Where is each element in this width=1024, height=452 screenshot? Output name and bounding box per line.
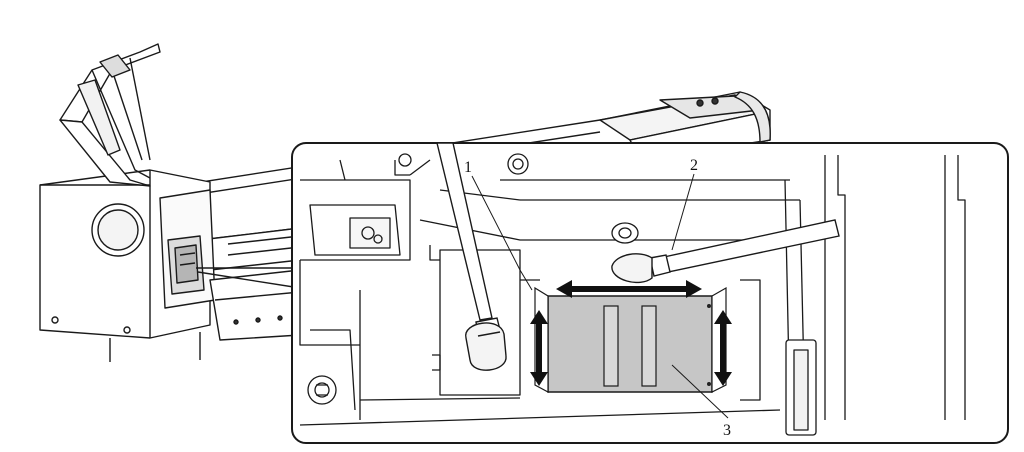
cleaning-swab-left bbox=[436, 142, 507, 371]
left-bracket bbox=[299, 159, 411, 420]
zoom-detail-panel: 1 2 3 bbox=[291, 142, 1009, 444]
callout-2: 2 bbox=[690, 157, 698, 174]
callout-3: 3 bbox=[723, 422, 731, 439]
right-vertical-arrow-icon bbox=[714, 310, 732, 386]
horizontal-arrow-icon bbox=[556, 280, 702, 298]
left-vertical-arrow-icon bbox=[530, 310, 548, 386]
cleaning-swab-right bbox=[611, 219, 840, 284]
zoom-frame bbox=[291, 142, 1009, 444]
callout-1: 1 bbox=[464, 159, 472, 176]
leader-lines bbox=[471, 173, 729, 419]
head-cover-plate bbox=[534, 286, 727, 394]
wipe-direction-arrows bbox=[530, 280, 732, 386]
